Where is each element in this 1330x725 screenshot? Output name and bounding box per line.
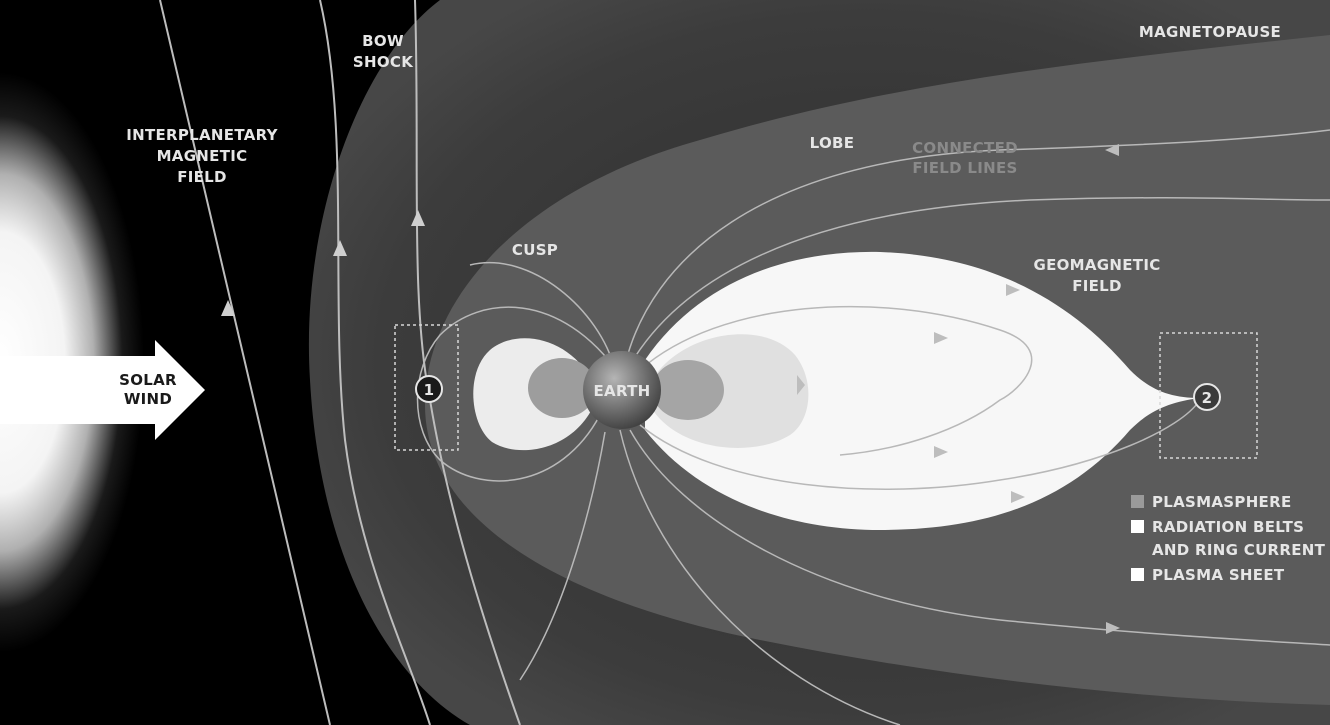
legend-swatch-plasma-sheet bbox=[1131, 568, 1144, 581]
marker-1: 1 bbox=[416, 376, 442, 402]
marker-1-label: 1 bbox=[424, 381, 435, 399]
bow-shock-label-2: SHOCK bbox=[353, 53, 414, 71]
legend-label-radiation-belts-2: AND RING CURRENT bbox=[1152, 541, 1326, 559]
marker-2-label: 2 bbox=[1202, 389, 1213, 407]
plasmasphere-nightside bbox=[652, 360, 724, 420]
geomagnetic-field-label-1: GEOMAGNETIC bbox=[1033, 256, 1160, 274]
cusp-label: CUSP bbox=[512, 241, 558, 259]
magnetopause-label: MAGNETOPAUSE bbox=[1139, 23, 1281, 41]
geomagnetic-field-label-2: FIELD bbox=[1072, 277, 1122, 295]
earth-label: EARTH bbox=[593, 382, 650, 400]
imf-label-2: MAGNETIC bbox=[157, 147, 248, 165]
connected-field-lines-label-2: FIELD LINES bbox=[912, 159, 1017, 177]
solar-wind-label-2: WIND bbox=[124, 390, 172, 408]
imf-label-1: INTERPLANETARY bbox=[126, 126, 278, 144]
legend-swatch-plasmasphere bbox=[1131, 495, 1144, 508]
imf-label-3: FIELD bbox=[177, 168, 227, 186]
marker-2: 2 bbox=[1194, 384, 1220, 410]
legend-label-radiation-belts: RADIATION BELTS bbox=[1152, 518, 1304, 536]
legend-swatch-radiation-belts bbox=[1131, 520, 1144, 533]
bow-shock-label-1: BOW bbox=[362, 32, 404, 50]
solar-wind-label-1: SOLAR bbox=[119, 371, 177, 389]
connected-field-lines-label-1: CONNECTED bbox=[912, 139, 1018, 157]
legend-label-plasmasphere: PLASMASPHERE bbox=[1152, 493, 1292, 511]
legend-label-plasma-sheet: PLASMA SHEET bbox=[1152, 566, 1285, 584]
lobe-label: LOBE bbox=[810, 134, 855, 152]
